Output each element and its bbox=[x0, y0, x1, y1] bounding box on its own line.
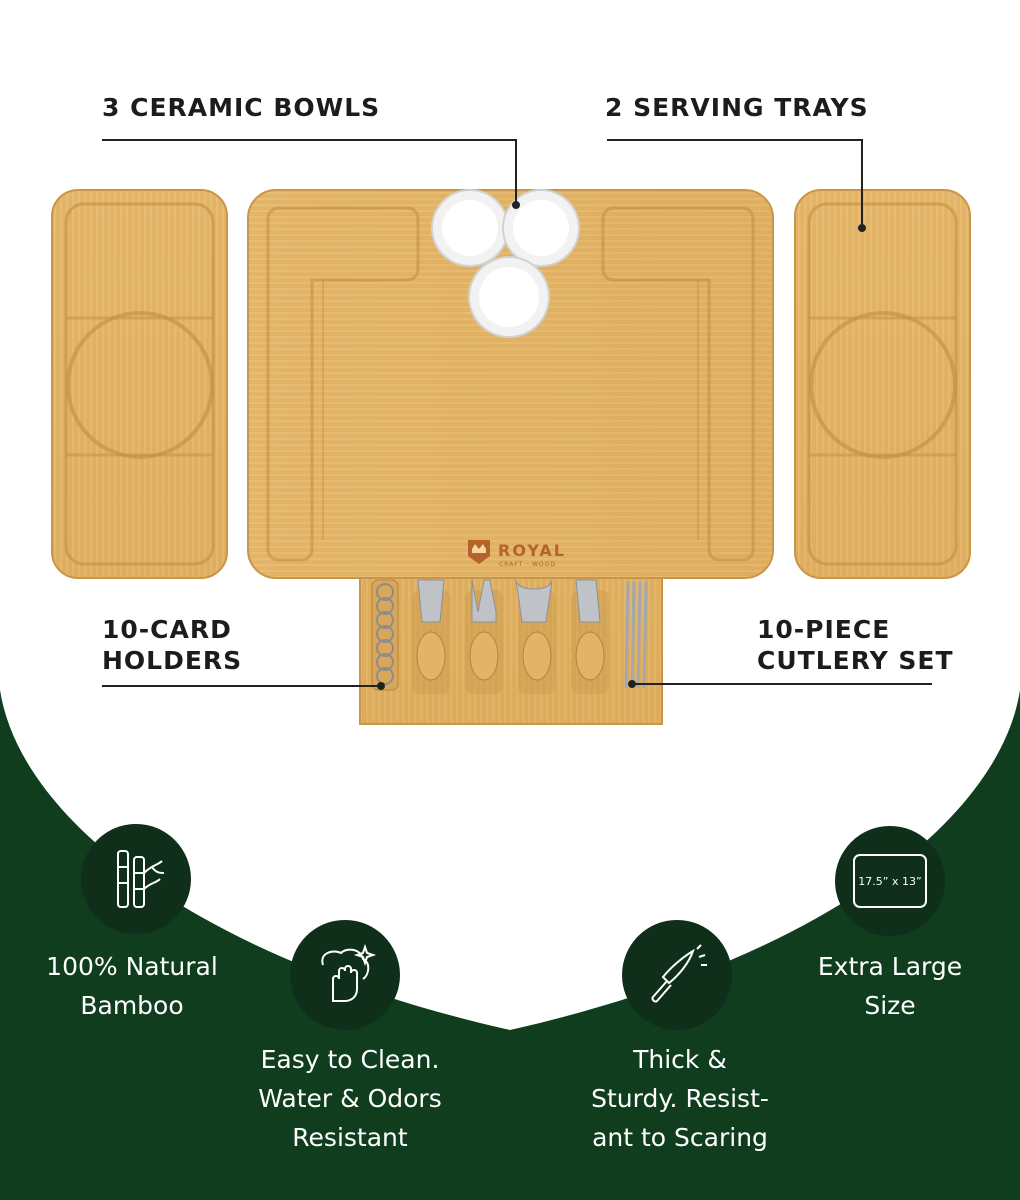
cheese-knives bbox=[412, 579, 609, 694]
cutlery-forks bbox=[624, 581, 648, 689]
feature-2-line-1: Easy to Clean. bbox=[260, 1045, 440, 1074]
callout-trays-label: 2 SERVING TRAYS bbox=[605, 93, 869, 122]
royal-craft-wood-logo: ROYAL CRAFT · WOOD bbox=[468, 540, 566, 568]
callout-bowls-label: 3 CERAMIC BOWLS bbox=[102, 93, 381, 122]
callout-card-holders: 10-CARD HOLDERS bbox=[102, 614, 242, 676]
cutlery-drawer bbox=[359, 571, 663, 725]
callout-cutlery-line-2: CUTLERY SET bbox=[757, 646, 954, 675]
feature-2-line-3: Resistant bbox=[292, 1123, 408, 1152]
board-size-icon: 17.5” x 13” bbox=[835, 826, 945, 936]
ceramic-bowls bbox=[431, 189, 580, 338]
cheese-board-set-illustration: ROYAL CRAFT · WOOD bbox=[51, 139, 971, 725]
feature-1-line-1: 100% Natural bbox=[46, 952, 218, 981]
callout-card-line-2: HOLDERS bbox=[102, 646, 243, 675]
callout-leader-lines bbox=[102, 139, 932, 690]
feature-3-line-1: Thick & bbox=[633, 1045, 727, 1074]
feature-3-line-3: ant to Scaring bbox=[592, 1123, 768, 1152]
callout-cutlery-set: 10-PIECE CUTLERY SET bbox=[757, 614, 954, 676]
feature-natural-bamboo: 100% Natural Bamboo bbox=[12, 947, 252, 1025]
feature-easy-clean: Easy to Clean. Water & Odors Resistant bbox=[230, 1040, 470, 1157]
feature-2-line-2: Water & Odors bbox=[258, 1084, 442, 1113]
feature-thick-sturdy: Thick & Sturdy. Resist- ant to Scaring bbox=[560, 1040, 800, 1157]
feature-3-line-2: Sturdy. Resist- bbox=[591, 1084, 769, 1113]
card-holder-rings bbox=[376, 583, 394, 685]
knife-icon bbox=[622, 920, 732, 1030]
callout-ceramic-bowls: 3 CERAMIC BOWLS bbox=[102, 92, 380, 123]
board-size-label: 17.5” x 13” bbox=[858, 875, 921, 888]
bamboo-icon bbox=[81, 824, 191, 934]
main-cutting-board bbox=[247, 189, 774, 579]
serving-tray-right bbox=[794, 189, 971, 579]
feature-4-line-2: Size bbox=[864, 991, 916, 1020]
callout-cutlery-line-1: 10-PIECE bbox=[757, 615, 891, 644]
clean-hand-icon bbox=[290, 920, 400, 1030]
callout-serving-trays: 2 SERVING TRAYS bbox=[605, 92, 869, 123]
brand-tagline: CRAFT · WOOD bbox=[499, 561, 556, 568]
feature-extra-large: Extra Large Size bbox=[770, 947, 1010, 1025]
brand-name: ROYAL bbox=[498, 541, 566, 560]
feature-1-line-2: Bamboo bbox=[80, 991, 184, 1020]
feature-4-line-1: Extra Large bbox=[817, 952, 963, 981]
serving-tray-left bbox=[51, 189, 228, 579]
callout-card-line-1: 10-CARD bbox=[102, 615, 232, 644]
